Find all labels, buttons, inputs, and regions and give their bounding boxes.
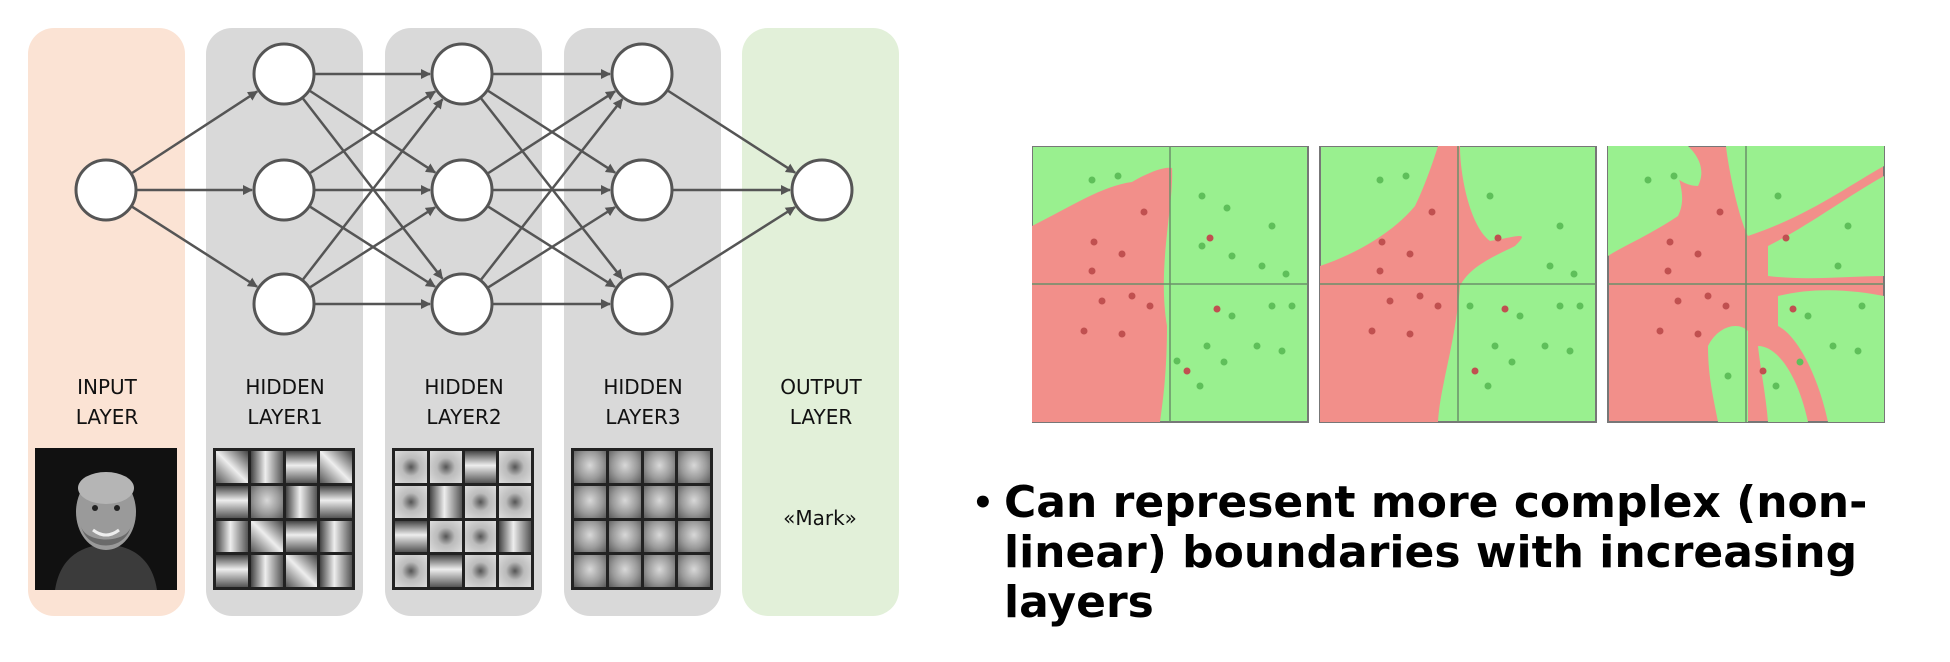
neuron-node-l3-1 bbox=[610, 158, 674, 222]
neural-network-diagram bbox=[74, 42, 854, 336]
input-layer-label: INPUT LAYER bbox=[75, 375, 139, 429]
output-prediction-text: «Mark» bbox=[783, 506, 857, 530]
hidden-layer3-label: HIDDEN LAYER3 bbox=[603, 375, 683, 429]
connection-arrow bbox=[666, 89, 796, 174]
connection-arrow bbox=[130, 205, 258, 288]
connection-arrow bbox=[486, 90, 616, 175]
neuron-node-l0-0 bbox=[74, 158, 138, 222]
neuron-node-l2-0 bbox=[430, 42, 494, 106]
decision-boundary-panel-1 bbox=[1031, 145, 1309, 423]
neuron-node-l2-2 bbox=[430, 272, 494, 336]
neuron-node-l1-1 bbox=[252, 158, 316, 222]
decision-boundary-panel-3 bbox=[1607, 145, 1885, 423]
connection-arrow bbox=[130, 90, 259, 175]
connection-arrow bbox=[301, 98, 444, 282]
hidden-layer2-features bbox=[392, 448, 534, 590]
bullet-symbol: • bbox=[972, 483, 994, 523]
network-edges bbox=[130, 69, 796, 309]
hidden-layer1-label: HIDDEN LAYER1 bbox=[245, 375, 325, 429]
hidden-layer3-features bbox=[571, 448, 713, 590]
bullet-text: Can represent more complex (non-linear) … bbox=[1004, 477, 1868, 628]
connection-arrow bbox=[486, 206, 616, 290]
network-nodes bbox=[74, 42, 854, 336]
neuron-node-l3-0 bbox=[610, 42, 674, 106]
decision-boundary-plots bbox=[1031, 145, 1892, 430]
connection-arrow bbox=[308, 206, 436, 289]
neuron-node-l1-2 bbox=[252, 272, 316, 336]
output-layer-label: OUTPUT LAYER bbox=[780, 375, 862, 429]
neuron-node-l2-1 bbox=[430, 158, 494, 222]
connection-arrow bbox=[479, 98, 624, 282]
neuron-node-l3-2 bbox=[610, 272, 674, 336]
hidden-layer2-label: HIDDEN LAYER2 bbox=[424, 375, 504, 429]
connection-arrow bbox=[666, 206, 796, 290]
output-layer-column bbox=[742, 28, 899, 616]
connection-arrow bbox=[308, 90, 437, 175]
neuron-node-l1-0 bbox=[252, 42, 316, 106]
decision-boundary-panel-2 bbox=[1319, 145, 1597, 423]
input-face-photo bbox=[35, 448, 177, 590]
neuron-node-l4-0 bbox=[790, 158, 854, 222]
hidden-layer1-features bbox=[213, 448, 355, 590]
